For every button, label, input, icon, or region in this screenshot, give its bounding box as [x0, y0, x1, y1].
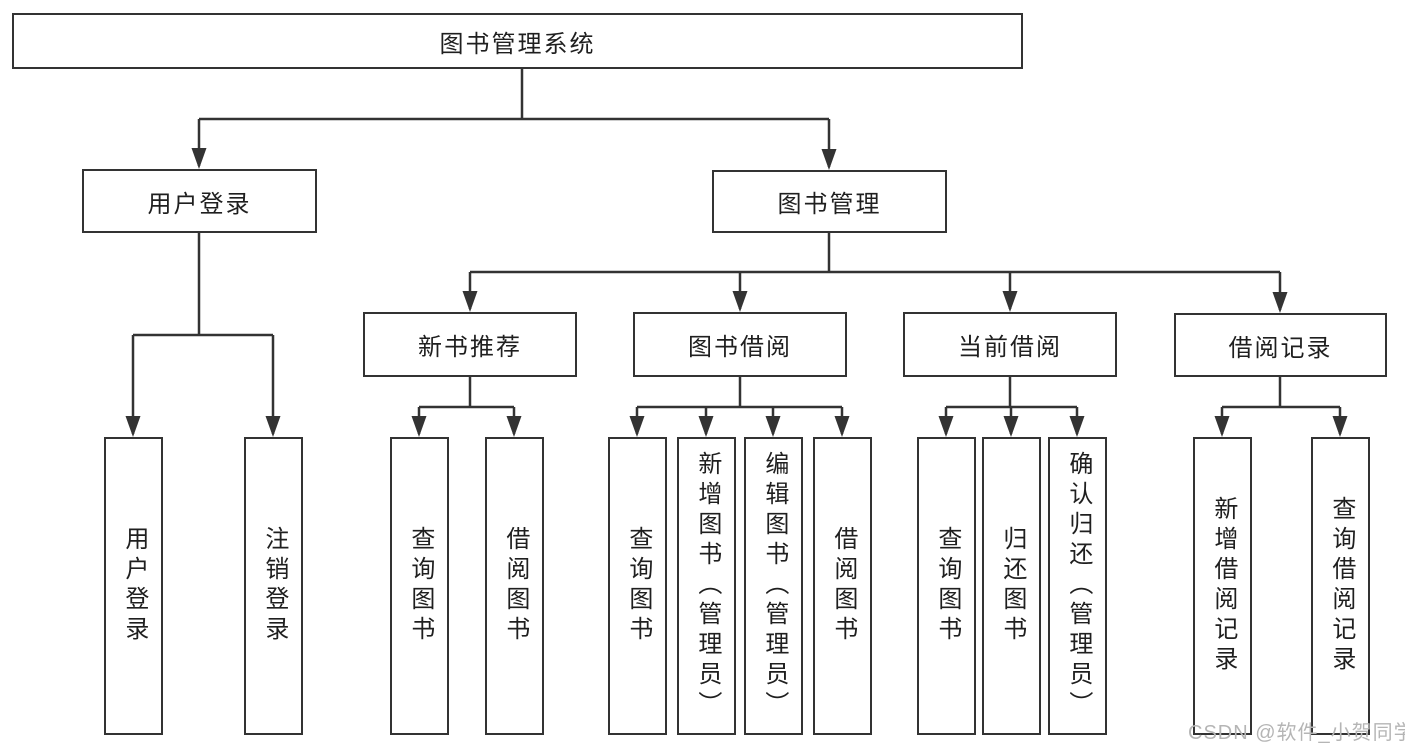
node-book-mgmt-label: 图书管理 — [777, 191, 882, 218]
leaf-add-borrow-record: 新增借阅记录 — [1193, 437, 1252, 735]
leaf-current-query-book: 查询图书 — [917, 437, 976, 735]
leaf-query-borrow-record-label: 查询借阅记录 — [1327, 496, 1355, 676]
leaf-rec-borrow-book: 借阅图书 — [485, 437, 544, 735]
leaf-edit-book-admin-label: 编辑图书（管理员） — [760, 451, 788, 721]
csdn-watermark: CSDN @软件_小贺同学 — [1188, 722, 1405, 744]
node-root-label: 图书管理系统 — [439, 30, 596, 58]
node-user-login: 用户登录 — [82, 169, 317, 233]
leaf-add-borrow-record-label: 新增借阅记录 — [1209, 496, 1237, 676]
node-current-borrow-label: 当前借阅 — [958, 334, 1062, 361]
leaf-current-query-book-label: 查询图书 — [933, 526, 961, 646]
leaf-return-book: 归还图书 — [982, 437, 1041, 735]
node-root: 图书管理系统 — [12, 13, 1023, 69]
leaf-return-book-label: 归还图书 — [998, 526, 1026, 646]
leaf-confirm-return-admin: 确认归还（管理员） — [1048, 437, 1107, 735]
connector-user-login-children — [125, 233, 281, 437]
connector-new-book-rec-children — [411, 377, 522, 437]
node-new-book-rec-label: 新书推荐 — [418, 334, 522, 361]
node-borrow-records: 借阅记录 — [1174, 313, 1387, 377]
node-user-login-label: 用户登录 — [147, 190, 252, 218]
node-book-mgmt: 图书管理 — [712, 170, 947, 233]
node-book-borrow-label: 图书借阅 — [688, 334, 792, 361]
leaf-rec-query-book-label: 查询图书 — [406, 526, 434, 646]
node-new-book-rec: 新书推荐 — [363, 312, 577, 377]
node-borrow-records-label: 借阅记录 — [1228, 334, 1333, 362]
leaf-logout: 注销登录 — [244, 437, 303, 735]
node-current-borrow: 当前借阅 — [903, 312, 1117, 377]
node-book-borrow: 图书借阅 — [633, 312, 847, 377]
leaf-add-book-admin: 新增图书（管理员） — [677, 437, 736, 735]
leaf-rec-query-book: 查询图书 — [390, 437, 449, 735]
connector-book-mgmt-to-level3 — [462, 233, 1288, 313]
leaf-borrow-query-book: 查询图书 — [608, 437, 667, 735]
leaf-borrow-query-book-label: 查询图书 — [624, 526, 652, 646]
leaf-query-borrow-record: 查询借阅记录 — [1311, 437, 1370, 735]
connector-root-to-level2 — [191, 69, 837, 170]
leaf-add-book-admin-label: 新增图书（管理员） — [693, 451, 721, 721]
leaf-user-login-label: 用户登录 — [120, 526, 148, 646]
leaf-rec-borrow-book-label: 借阅图书 — [501, 526, 529, 646]
leaf-borrow-book-label: 借阅图书 — [829, 526, 857, 646]
connector-book-borrow-children — [629, 377, 850, 437]
leaf-borrow-book: 借阅图书 — [813, 437, 872, 735]
leaf-logout-label: 注销登录 — [260, 526, 288, 646]
leaf-edit-book-admin: 编辑图书（管理员） — [744, 437, 803, 735]
leaf-user-login: 用户登录 — [104, 437, 163, 735]
connector-current-borrow-children — [938, 377, 1085, 437]
connector-borrow-records-children — [1214, 377, 1348, 437]
leaf-confirm-return-admin-label: 确认归还（管理员） — [1064, 451, 1092, 721]
